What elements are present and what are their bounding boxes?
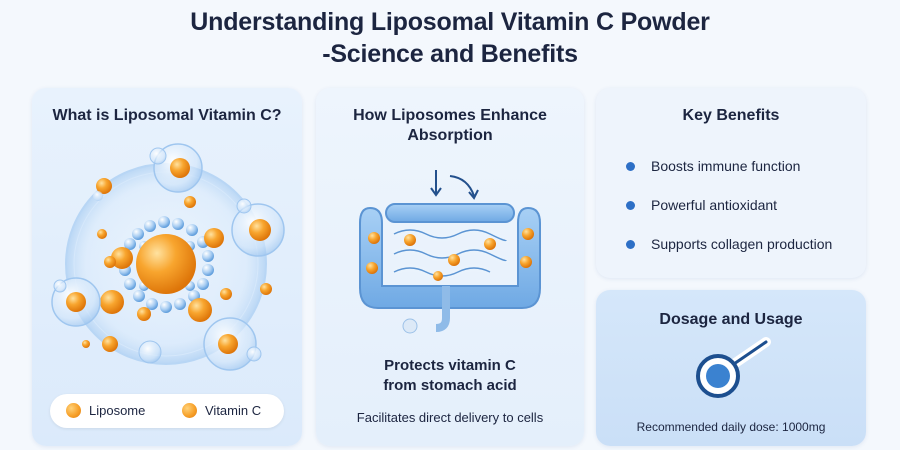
vitamin-c-dot-icon bbox=[182, 403, 197, 418]
legend-item-vitamin-c: Vitamin C bbox=[182, 403, 261, 418]
bullet-icon bbox=[626, 239, 635, 249]
what-is-title: What is Liposomal Vitamin C? bbox=[52, 107, 282, 124]
intestine-illustration bbox=[359, 170, 541, 334]
legend-label: Vitamin C bbox=[205, 403, 262, 418]
benefit-item: Boosts immune function bbox=[626, 158, 800, 174]
recommended-dose: Recommended daily dose: 1000mg bbox=[636, 420, 826, 434]
bullet-icon bbox=[626, 161, 635, 171]
absorption-caption-line1: Protects vitamin C bbox=[384, 357, 516, 374]
legend: Liposome Vitamin C bbox=[50, 394, 284, 428]
absorption-title: How Liposomes Enhance Absorption bbox=[316, 106, 584, 146]
liposome-dot-icon bbox=[66, 403, 81, 418]
liposome-illustration bbox=[51, 143, 285, 371]
page-title-line2: -Science and Benefits bbox=[322, 40, 578, 68]
absorption-caption-line2: from stomach acid bbox=[383, 377, 517, 394]
benefit-label: Supports collagen production bbox=[651, 236, 833, 252]
dosage-title: Dosage and Usage bbox=[659, 311, 803, 328]
legend-label: Liposome bbox=[89, 403, 146, 418]
absorption-card: How Liposomes Enhance Absorption bbox=[316, 88, 584, 446]
dosage-card: Dosage and Usage Recommended daily dose:… bbox=[596, 290, 866, 446]
absorption-subcaption: Facilitates direct delivery to cells bbox=[356, 410, 544, 425]
absorption-title-line1: How Liposomes Enhance bbox=[353, 107, 547, 124]
benefit-label: Powerful antioxidant bbox=[651, 197, 778, 213]
page-title: Understanding Liposomal Vitamin C Powder… bbox=[0, 6, 900, 70]
benefit-label: Boosts immune function bbox=[651, 158, 801, 174]
absorption-caption: Protects vitamin C from stomach acid bbox=[316, 356, 584, 396]
measuring-spoon-icon bbox=[696, 337, 771, 398]
benefits-card: Key Benefits Boosts immune function Powe… bbox=[596, 88, 866, 278]
benefits-title: Key Benefits bbox=[682, 107, 780, 124]
curved-arrow-icon bbox=[449, 175, 475, 197]
page-title-line1: Understanding Liposomal Vitamin C Powder bbox=[190, 8, 710, 36]
bullet-icon bbox=[626, 200, 635, 210]
benefit-item: Supports collagen production bbox=[626, 236, 832, 252]
absorption-title-line2: Absorption bbox=[407, 127, 493, 144]
legend-item-liposome: Liposome bbox=[66, 403, 145, 418]
vitamin-c-core bbox=[136, 234, 196, 294]
what-is-card: What is Liposomal Vitamin C? bbox=[32, 88, 302, 446]
benefit-item: Powerful antioxidant bbox=[626, 197, 777, 213]
